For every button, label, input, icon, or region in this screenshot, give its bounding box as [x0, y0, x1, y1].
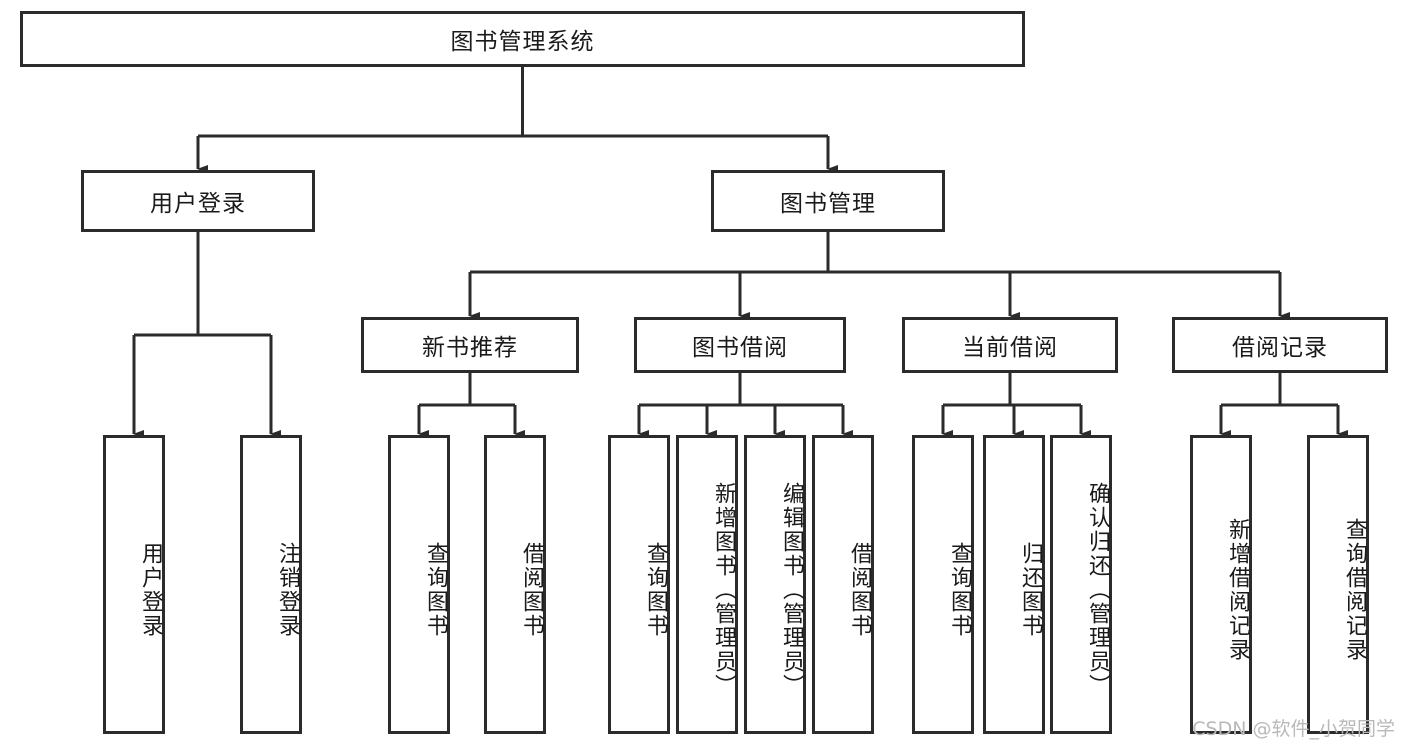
- node-c_query[interactable]: 查询图书: [912, 435, 974, 734]
- node-label: 新书推荐: [422, 335, 518, 361]
- node-label: 查询借阅记录: [1342, 517, 1367, 662]
- node-n_query[interactable]: 查询图书: [388, 435, 450, 734]
- node-root[interactable]: 图书管理系统: [20, 11, 1025, 67]
- node-login[interactable]: 用户登录: [81, 170, 315, 232]
- node-r_add[interactable]: 新增借阅记录: [1190, 435, 1252, 734]
- node-n_borrow[interactable]: 借阅图书: [484, 435, 546, 734]
- node-b_add[interactable]: 新增图书（管理员）: [676, 435, 738, 734]
- node-r_query[interactable]: 查询借阅记录: [1307, 435, 1369, 734]
- node-l_login[interactable]: 用户登录: [103, 435, 165, 734]
- node-label: 编辑图书（管理员）: [779, 481, 804, 698]
- node-c_return[interactable]: 归还图书: [983, 435, 1045, 734]
- node-records[interactable]: 借阅记录: [1172, 317, 1388, 373]
- node-label: 图书管理: [780, 191, 876, 217]
- node-label: 归还图书: [1018, 541, 1043, 638]
- node-b_borrow[interactable]: 借阅图书: [812, 435, 874, 734]
- node-label: 查询图书: [423, 541, 448, 638]
- node-c_confirm[interactable]: 确认归还（管理员）: [1050, 435, 1112, 734]
- node-label: 用户登录: [138, 541, 163, 638]
- node-label: 注销登录: [275, 541, 300, 638]
- node-label: 图书管理系统: [450, 29, 595, 55]
- node-borrow[interactable]: 图书借阅: [634, 317, 846, 373]
- node-bookmgmt[interactable]: 图书管理: [711, 170, 945, 232]
- node-label: 当前借阅: [962, 335, 1058, 361]
- node-l_logout[interactable]: 注销登录: [240, 435, 302, 734]
- node-label: 借阅记录: [1232, 335, 1328, 361]
- node-label: 借阅图书: [847, 541, 872, 638]
- node-label: 借阅图书: [519, 541, 544, 638]
- node-label: 查询图书: [947, 541, 972, 638]
- node-label: 查询图书: [643, 541, 668, 638]
- node-b_edit[interactable]: 编辑图书（管理员）: [744, 435, 806, 734]
- node-b_query[interactable]: 查询图书: [608, 435, 670, 734]
- node-newbook[interactable]: 新书推荐: [361, 317, 579, 373]
- watermark: CSDN @软件_小贺同学: [1192, 718, 1395, 740]
- node-label: 新增图书（管理员）: [711, 481, 736, 698]
- node-current[interactable]: 当前借阅: [902, 317, 1118, 373]
- node-label: 图书借阅: [692, 335, 788, 361]
- node-label: 新增借阅记录: [1225, 517, 1250, 662]
- node-label: 用户登录: [150, 191, 246, 217]
- node-label: 确认归还（管理员）: [1085, 481, 1110, 698]
